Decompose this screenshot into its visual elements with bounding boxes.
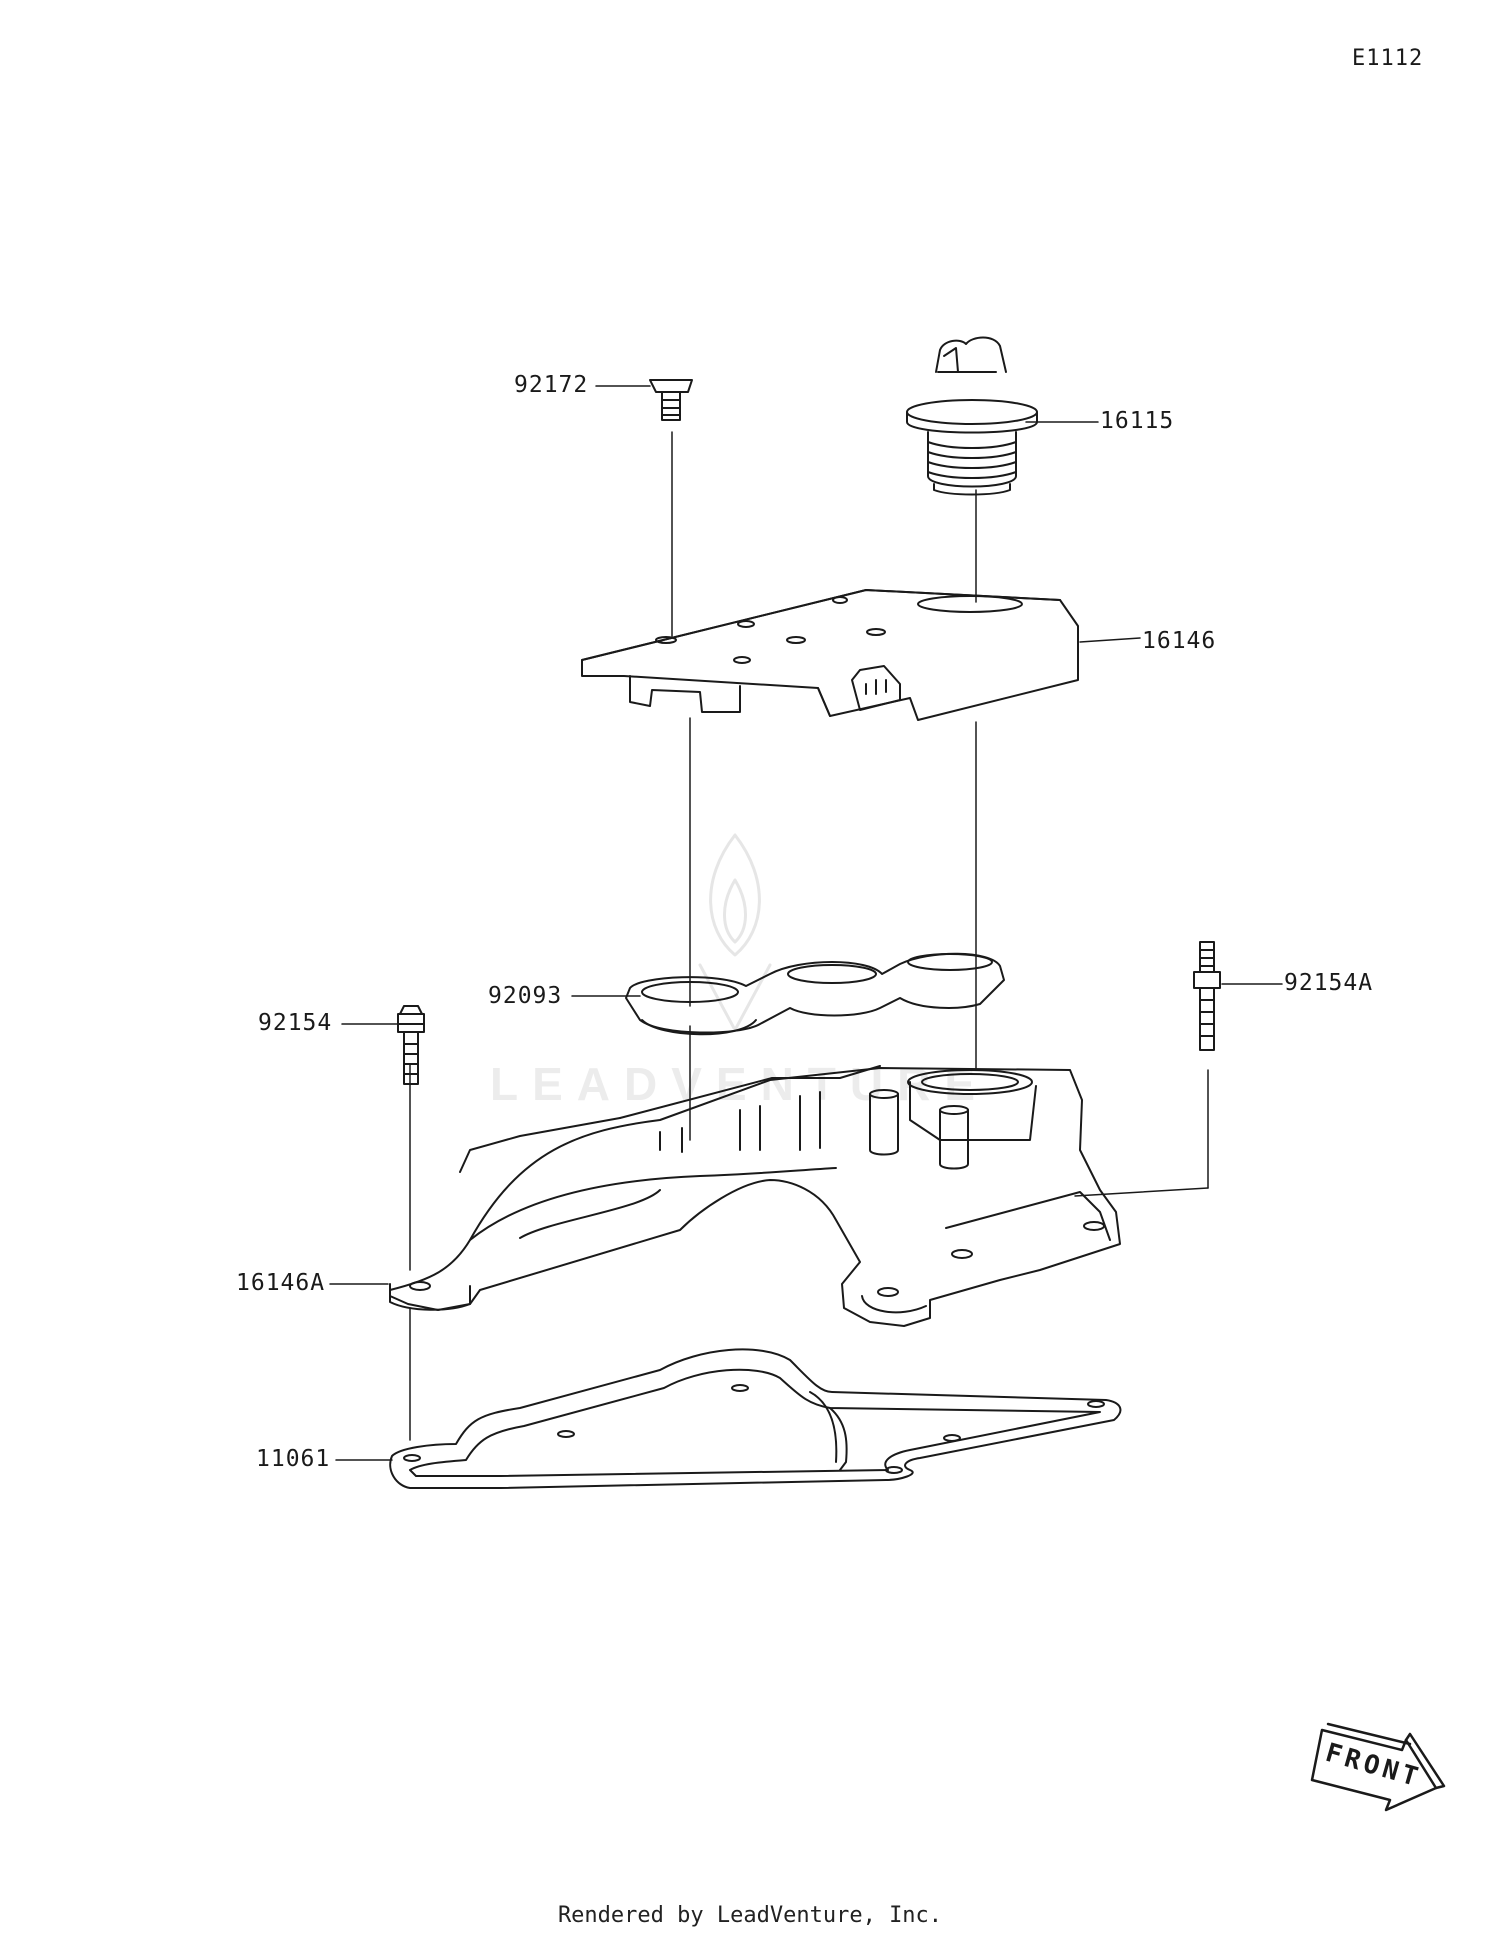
callout-92093: 92093	[488, 983, 563, 1009]
head-cover-16146A	[389, 1065, 1121, 1327]
bolt-92154	[397, 1005, 425, 1085]
callout-11061: 11061	[256, 1446, 331, 1472]
footer-credit: Rendered by LeadVenture, Inc.	[557, 1903, 943, 1928]
front-label: FRONT	[1322, 1738, 1425, 1794]
stud-92154A	[1193, 941, 1221, 1051]
callout-92154: 92154	[258, 1010, 333, 1036]
diagram-code: E1112	[1352, 46, 1424, 71]
front-arrow-icon	[1310, 1722, 1446, 1812]
svg-text:LEADVENTURE: LEADVENTURE	[490, 1058, 989, 1110]
callout-16115: 16115	[1100, 408, 1175, 434]
oil-cap-16115	[906, 336, 1038, 496]
cover-16146	[581, 589, 1079, 721]
callout-92172: 92172	[514, 372, 589, 398]
screw-92172	[649, 379, 693, 421]
callout-16146: 16146	[1142, 628, 1217, 654]
leader-lines	[329, 385, 1283, 1461]
gasket-92093	[625, 952, 1005, 1036]
gasket-11061	[389, 1348, 1122, 1489]
callout-16146A: 16146A	[236, 1270, 326, 1296]
callout-92154A: 92154A	[1284, 970, 1374, 996]
leadventure-watermark: LEADVENTURE	[490, 833, 989, 1110]
